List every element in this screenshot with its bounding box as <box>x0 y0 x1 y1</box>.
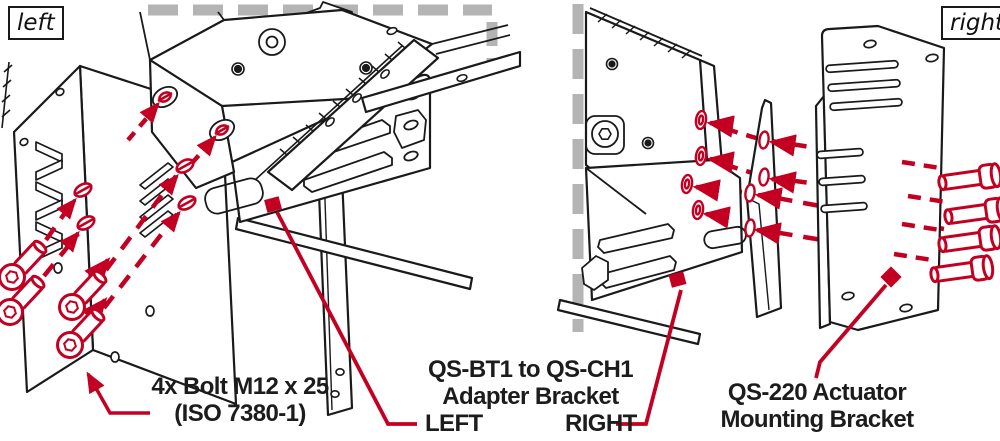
marker-square-left <box>264 196 282 213</box>
adapter-left-leader <box>264 196 417 426</box>
insertion-arrows-right <box>692 115 797 245</box>
qs-bt1-chassis-corner-left-drawing <box>139 1 522 192</box>
adapter-right-variant-label: RIGHT <box>565 410 637 437</box>
bolt-callout-leader <box>86 371 150 415</box>
adapter-callout-line1: QS-BT1 to QS-CH1 <box>427 356 634 383</box>
view-tag-right: right <box>941 6 1000 40</box>
bolt-callout-line1: 4x Bolt M12 x 25 <box>151 373 329 400</box>
chassis-edge-hatch-left <box>1 61 13 129</box>
mounting-bolts-right-drawing <box>929 162 1000 284</box>
bolt-callout: 4x Bolt M12 x 25 (ISO 7380-1) <box>125 373 355 427</box>
adapter-callout-line2: Adapter Bracket <box>442 383 619 410</box>
adapter-bracket-left-drawing <box>204 73 474 291</box>
marker-diamond-actuator <box>880 266 902 288</box>
qs-bt1-chassis-corner-right-drawing <box>556 7 747 346</box>
view-tag-left-label: left <box>17 10 55 36</box>
mounting-bolts-left-drawing <box>0 239 108 359</box>
left-exploded-view <box>0 1 522 426</box>
right-exploded-view <box>556 4 1000 426</box>
adapter-right-leader <box>616 271 687 426</box>
view-tag-right-label: right <box>950 10 1000 36</box>
qs220-mounting-bracket-right-drawing <box>814 24 946 332</box>
adapter-callout: QS-BT1 to QS-CH1 Adapter Bracket <box>398 356 663 410</box>
red-screw-heads-left <box>73 91 230 231</box>
bolt-callout-line2: (ISO 7380-1) <box>174 400 306 427</box>
adapter-left-variant-label: LEFT <box>425 410 483 437</box>
actuator-callout: QS-220 Actuator Mounting Bracket <box>697 379 937 433</box>
actuator-callout-line1: QS-220 Actuator <box>727 379 907 406</box>
actuator-bracket-leader <box>814 266 902 379</box>
view-tag-left: left <box>8 6 64 40</box>
bolt-dash-stubs-right <box>893 159 947 263</box>
marker-square-right <box>668 271 687 288</box>
actuator-callout-line2: Mounting Bracket <box>720 406 914 433</box>
